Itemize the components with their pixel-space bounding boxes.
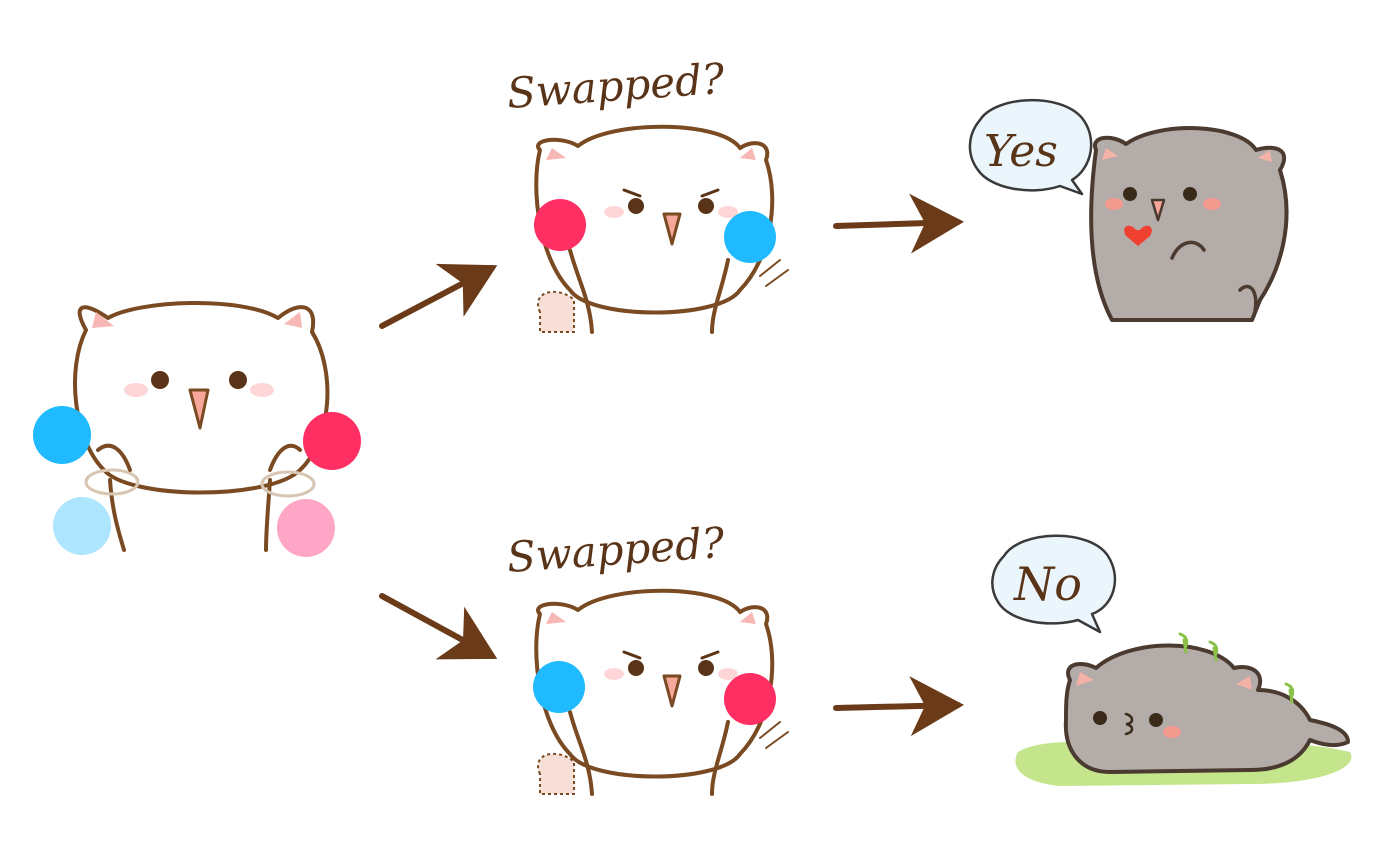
start-cat-icon (33, 301, 361, 557)
top-question-text: Swapped? (505, 54, 726, 118)
no-text: No (1013, 557, 1082, 611)
happy-cat-icon (1089, 126, 1289, 322)
no-speech-bubble: No (991, 534, 1117, 634)
red-ball (534, 199, 586, 251)
arrow-to-top (379, 263, 498, 329)
bottom-question-text: Swapped? (505, 518, 726, 582)
arrow-to-yes (833, 193, 964, 254)
red-ball (724, 673, 776, 725)
bottom-cat-icon (533, 588, 789, 796)
light-pink-ball (277, 499, 335, 557)
yes-speech-bubble: Yes (968, 99, 1093, 196)
blue-ball (724, 211, 776, 263)
yes-text: Yes (984, 126, 1058, 177)
arrow-to-bottom (379, 593, 498, 660)
blue-ball (33, 406, 91, 464)
light-blue-ball (53, 497, 111, 555)
top-cat-icon (534, 124, 789, 334)
sad-cat-icon (1015, 632, 1352, 786)
blue-ball (533, 661, 585, 713)
red-ball (303, 412, 361, 470)
arrow-to-no (833, 676, 964, 737)
